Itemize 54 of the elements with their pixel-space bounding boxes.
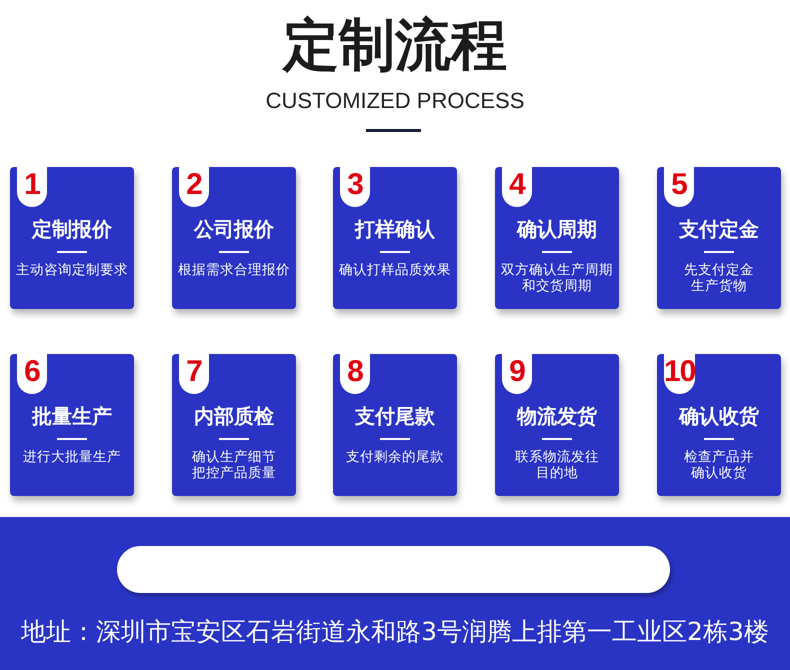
step-description: 进行大批量生产: [22, 449, 122, 465]
step-description: 支付剩余的尾款: [345, 449, 445, 465]
step-number: 3: [346, 167, 364, 203]
step-card: [495, 167, 619, 309]
step-card: [10, 167, 134, 309]
step-title: 支付尾款: [354, 404, 436, 428]
step-description: 联系物流发往目的地: [514, 449, 600, 481]
step-card: [172, 167, 296, 309]
step-description: 双方确认生产周期和交货周期: [501, 262, 613, 294]
number-tab: [664, 167, 694, 207]
step-card: [495, 354, 619, 496]
step-description: 主动咨询定制要求: [16, 262, 128, 278]
step-description: 确认打样品质效果: [339, 262, 451, 278]
page-subtitle: CUSTOMIZED PROCESS: [264, 88, 526, 114]
step-title: 支付定金: [678, 217, 760, 241]
page-title: 定制流程: [281, 14, 508, 78]
step-title: 确认收货: [678, 404, 760, 428]
step-title: 批量生产: [30, 404, 113, 428]
step-number: 5: [670, 167, 688, 203]
number-tab: [17, 354, 47, 394]
step-number: 4: [508, 167, 526, 203]
number-tab: [179, 167, 209, 207]
step-card: [333, 354, 457, 496]
step-number: 8: [346, 354, 364, 390]
step-number: 9: [508, 354, 526, 390]
address-text: 地址：深圳市宝安区石岩街道永和路3号润腾上排第一工业区2栋3楼: [20, 617, 770, 647]
step-title: 内部质检: [193, 404, 275, 428]
step-card: [657, 167, 781, 309]
step-card: [657, 354, 781, 496]
step-description: 根据需求合理报价: [178, 262, 290, 278]
number-tab: [340, 354, 370, 394]
rounded-banner: [117, 546, 670, 593]
step-card: [172, 354, 296, 496]
step-card: [10, 354, 134, 496]
step-description: 检查产品并确认收货: [683, 449, 755, 481]
step-title: 确认周期: [516, 217, 598, 241]
step-number: 6: [23, 354, 41, 390]
step-title: 定制报价: [30, 217, 113, 241]
number-tab: [340, 167, 370, 207]
step-title: 公司报价: [192, 217, 275, 241]
number-tab: [179, 354, 209, 394]
number-tab: [17, 167, 47, 207]
step-number: 7: [185, 354, 203, 390]
step-number: 1: [23, 167, 41, 203]
step-description: 先支付定金生产货物: [683, 262, 755, 294]
step-description: 确认生产细节把控产品质量: [191, 449, 277, 481]
step-card: [333, 167, 457, 309]
address-band: [0, 517, 790, 670]
step-number: 10: [664, 354, 696, 390]
step-title: 物流发货: [516, 404, 598, 428]
step-number: 2: [185, 167, 203, 203]
number-tab: [502, 167, 532, 207]
number-tab: [502, 354, 532, 394]
step-title: 打样确认: [353, 217, 436, 241]
